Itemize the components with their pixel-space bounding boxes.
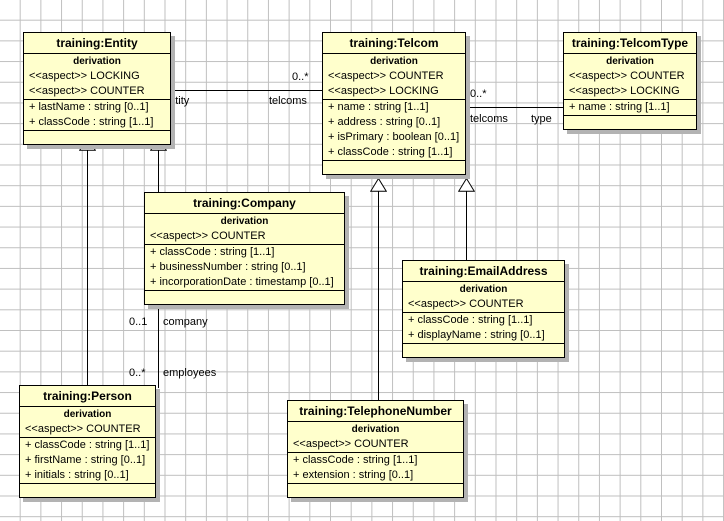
class-name-training-company: training:Company bbox=[145, 193, 344, 214]
role-label-telcoms-left: telcoms bbox=[269, 95, 307, 107]
derivation-label-company: derivation bbox=[220, 216, 269, 227]
multiplicity-employees: 0..* bbox=[129, 367, 146, 379]
derivation-label-telephonenumber: derivation bbox=[351, 424, 400, 435]
aspect-company-0: <<aspect>> COUNTER bbox=[150, 230, 266, 242]
class-box-training-emailaddress[interactable]: training:EmailAddress derivation <<aspec… bbox=[402, 260, 565, 358]
generalization-arrow-emailaddress-telcom bbox=[458, 178, 475, 192]
operation-compartment-company bbox=[145, 291, 344, 304]
role-label-type: type bbox=[531, 113, 552, 125]
derivation-label-person: derivation bbox=[63, 409, 112, 420]
class-name-training-emailaddress: training:EmailAddress bbox=[403, 261, 564, 282]
aspect-entity-0: <<aspect>> LOCKING bbox=[29, 70, 140, 82]
attribute-compartment-person: + classCode : string [1..1] + firstName … bbox=[20, 438, 155, 484]
attribute-compartment-telcom: + name : string [1..1] + address : strin… bbox=[323, 100, 465, 161]
multiplicity-telcom-telcomtype: 0..* bbox=[470, 88, 487, 100]
attribute-telcom-3: + classCode : string [1..1] bbox=[328, 146, 453, 158]
aspect-telephonenumber-0: <<aspect>> COUNTER bbox=[293, 438, 409, 450]
operation-compartment-telcom bbox=[323, 161, 465, 174]
attribute-compartment-entity: + lastName : string [0..1] + classCode :… bbox=[24, 100, 170, 131]
aspect-telcom-1: <<aspect>> LOCKING bbox=[328, 85, 439, 97]
attribute-compartment-telephonenumber: + classCode : string [1..1] + extension … bbox=[288, 453, 463, 484]
generalization-line-telephonenumber-telcom[interactable] bbox=[378, 191, 379, 401]
attribute-compartment-telcomtype: + name : string [1..1] bbox=[564, 100, 696, 116]
attribute-person-1: + firstName : string [0..1] bbox=[25, 454, 146, 466]
class-box-training-telcom[interactable]: training:Telcom derivation <<aspect>> CO… bbox=[322, 32, 466, 175]
stereotype-compartment-telephonenumber: derivation <<aspect>> COUNTER bbox=[288, 422, 463, 453]
operation-compartment-telcomtype bbox=[564, 116, 696, 129]
class-name-training-telephonenumber: training:TelephoneNumber bbox=[288, 401, 463, 422]
attribute-company-2: + incorporationDate : timestamp [0..1] bbox=[150, 276, 334, 288]
generalization-line-person-entity[interactable] bbox=[87, 150, 88, 388]
class-name-training-entity: training:Entity bbox=[24, 33, 170, 54]
attribute-emailaddress-1: + displayName : string [0..1] bbox=[408, 329, 545, 341]
stereotype-compartment-telcom: derivation <<aspect>> COUNTER <<aspect>>… bbox=[323, 54, 465, 100]
attribute-company-0: + classCode : string [1..1] bbox=[150, 246, 275, 258]
attribute-telcom-1: + address : string [0..1] bbox=[328, 116, 441, 128]
stereotype-compartment-person: derivation <<aspect>> COUNTER bbox=[20, 407, 155, 438]
generalization-line-company-entity[interactable] bbox=[158, 150, 159, 194]
aspect-person-0: <<aspect>> COUNTER bbox=[25, 423, 141, 435]
class-box-training-telephonenumber[interactable]: training:TelephoneNumber derivation <<as… bbox=[287, 400, 464, 498]
attribute-company-1: + businessNumber : string [0..1] bbox=[150, 261, 306, 273]
operation-compartment-telephonenumber bbox=[288, 484, 463, 497]
role-label-telcoms-right: telcoms bbox=[470, 113, 508, 125]
role-label-employees: employees bbox=[163, 367, 217, 379]
association-line-telcom-telcomtype[interactable] bbox=[465, 107, 565, 108]
attribute-entity-0: + lastName : string [0..1] bbox=[29, 101, 149, 113]
attribute-person-2: + initials : string [0..1] bbox=[25, 469, 129, 481]
class-box-training-person[interactable]: training:Person derivation <<aspect>> CO… bbox=[19, 385, 156, 498]
derivation-label-emailaddress: derivation bbox=[459, 284, 508, 295]
attribute-compartment-emailaddress: + classCode : string [1..1] + displayNam… bbox=[403, 313, 564, 344]
derivation-label-telcomtype: derivation bbox=[606, 56, 654, 67]
aspect-entity-1: <<aspect>> COUNTER bbox=[29, 85, 145, 97]
derivation-label-telcom: derivation bbox=[370, 56, 418, 67]
attribute-telephonenumber-0: + classCode : string [1..1] bbox=[293, 454, 418, 466]
aspect-telcomtype-0: <<aspect>> COUNTER bbox=[569, 70, 685, 82]
stereotype-compartment-company: derivation <<aspect>> COUNTER bbox=[145, 214, 344, 245]
operation-compartment-entity bbox=[24, 131, 170, 144]
aspect-telcomtype-1: <<aspect>> LOCKING bbox=[569, 85, 680, 97]
class-box-training-entity[interactable]: training:Entity derivation <<aspect>> LO… bbox=[23, 32, 171, 145]
class-name-training-telcomtype: training:TelcomType bbox=[564, 33, 696, 54]
role-label-company: company bbox=[163, 316, 208, 328]
class-box-training-telcomtype[interactable]: training:TelcomType derivation <<aspect>… bbox=[563, 32, 697, 130]
generalization-line-emailaddress-telcom[interactable] bbox=[466, 191, 467, 261]
attribute-entity-1: + classCode : string [1..1] bbox=[29, 116, 154, 128]
attribute-person-0: + classCode : string [1..1] bbox=[25, 439, 150, 451]
stereotype-compartment-entity: derivation <<aspect>> LOCKING <<aspect>>… bbox=[24, 54, 170, 100]
multiplicity-entity-telcom: 0..* bbox=[292, 71, 309, 83]
class-box-training-company[interactable]: training:Company derivation <<aspect>> C… bbox=[144, 192, 345, 305]
attribute-telephonenumber-1: + extension : string [0..1] bbox=[293, 469, 414, 481]
generalization-arrow-telephonenumber-telcom bbox=[370, 178, 387, 192]
attribute-telcom-2: + isPrimary : boolean [0..1] bbox=[328, 131, 460, 143]
aspect-telcom-0: <<aspect>> COUNTER bbox=[328, 70, 444, 82]
operation-compartment-person bbox=[20, 484, 155, 497]
derivation-label-entity: derivation bbox=[73, 56, 121, 67]
multiplicity-company: 0..1 bbox=[129, 316, 148, 328]
class-name-training-person: training:Person bbox=[20, 386, 155, 407]
attribute-telcomtype-0: + name : string [1..1] bbox=[569, 101, 670, 113]
association-line-company-person[interactable] bbox=[158, 296, 159, 388]
stereotype-compartment-emailaddress: derivation <<aspect>> COUNTER bbox=[403, 282, 564, 313]
class-name-training-telcom: training:Telcom bbox=[323, 33, 465, 54]
aspect-emailaddress-0: <<aspect>> COUNTER bbox=[408, 298, 524, 310]
attribute-telcom-0: + name : string [1..1] bbox=[328, 101, 429, 113]
attribute-emailaddress-0: + classCode : string [1..1] bbox=[408, 314, 533, 326]
association-line-entity-telcom[interactable] bbox=[158, 90, 323, 91]
attribute-compartment-company: + classCode : string [1..1] + businessNu… bbox=[145, 245, 344, 291]
operation-compartment-emailaddress bbox=[403, 344, 564, 357]
stereotype-compartment-telcomtype: derivation <<aspect>> COUNTER <<aspect>>… bbox=[564, 54, 696, 100]
